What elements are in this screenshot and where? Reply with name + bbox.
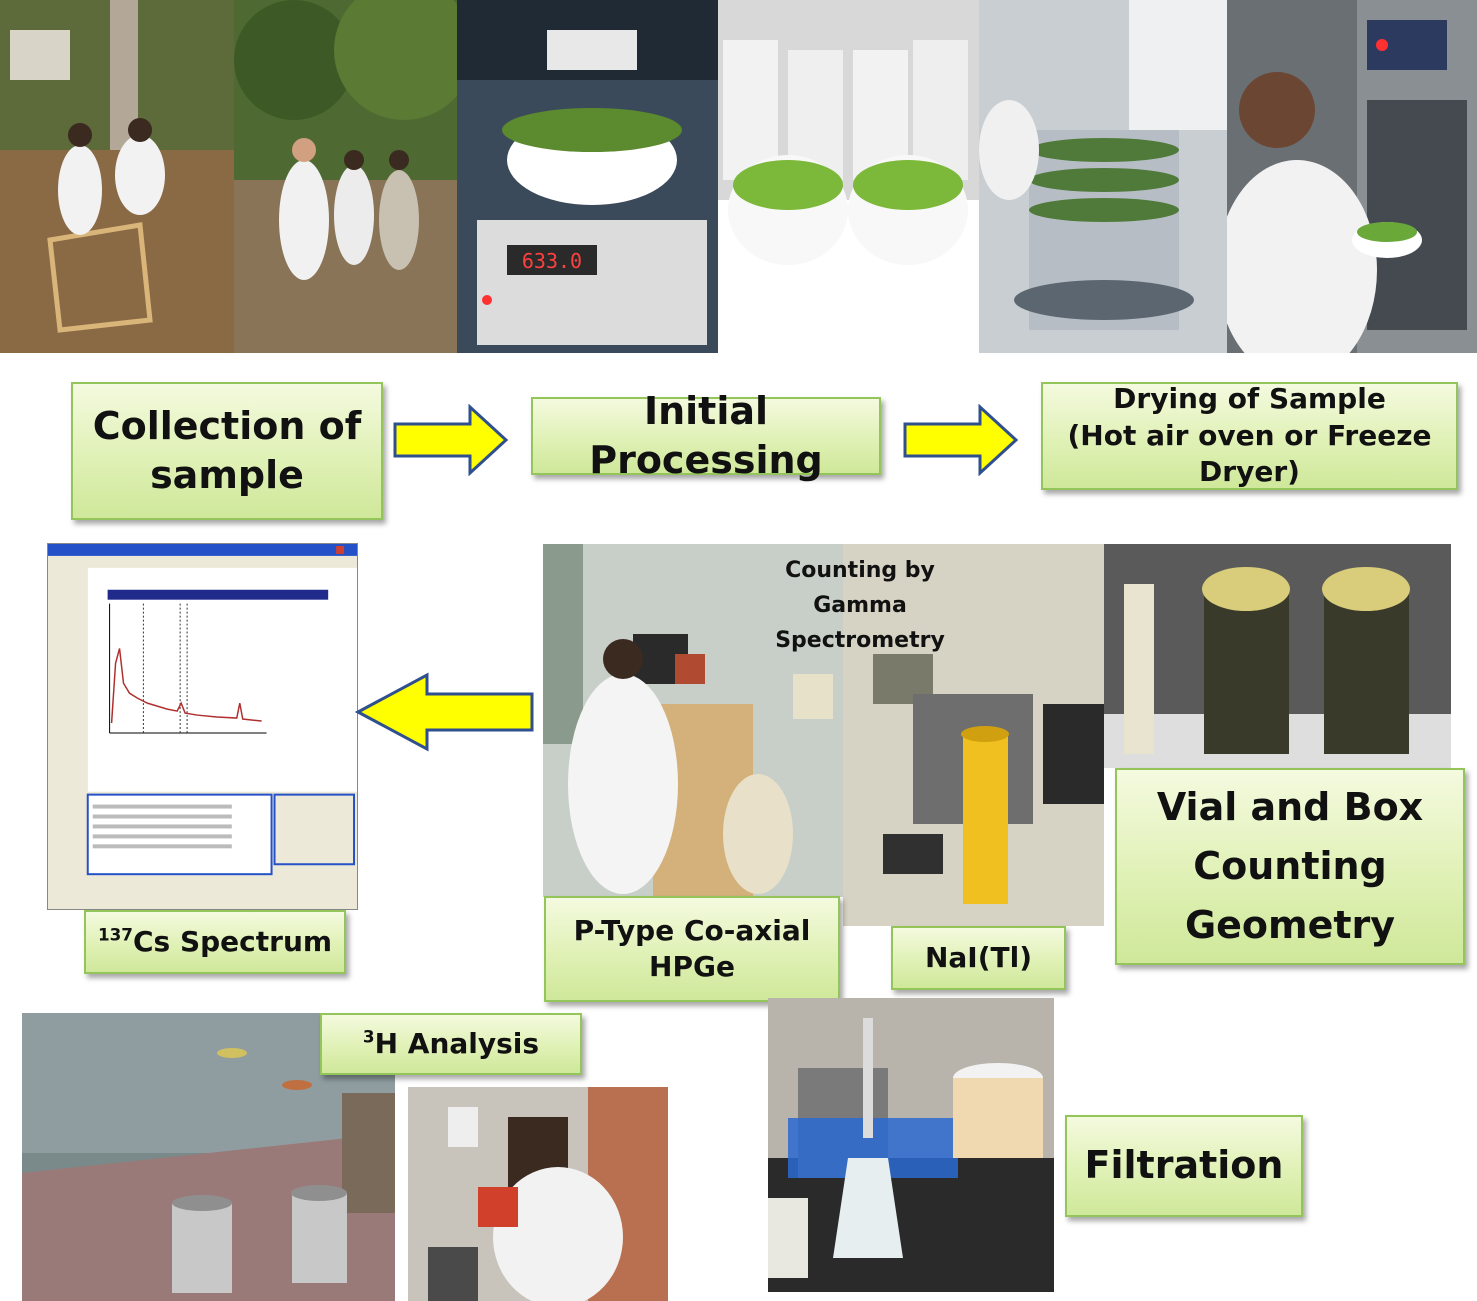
gamma-line3: Spectrometry	[775, 628, 945, 654]
label-tritium-text: 3H Analysis	[363, 1026, 539, 1062]
step-initial-processing-label: Initial Processing	[589, 388, 823, 482]
photo-weighing-scale: 633.0	[457, 0, 718, 353]
label-cs-spectrum: 137Cs Spectrum	[84, 910, 346, 974]
label-nai: NaI(Tl)	[891, 926, 1066, 990]
photo-leaves-in-bowls	[718, 0, 979, 353]
cs-mass-number: 137	[97, 924, 133, 945]
photo-nai-detector	[843, 544, 1104, 926]
scale-readout: 633.0	[522, 249, 582, 273]
step-collection-line1: Collection of	[92, 403, 362, 448]
label-vial-box-geometry: Vial and Box Counting Geometry	[1115, 768, 1465, 965]
label-gamma-spectrometry: Counting by Gamma Spectrometry	[770, 553, 950, 659]
photo-hpge-detector	[543, 544, 843, 897]
photo-freeze-dryer	[979, 0, 1227, 353]
label-tritium-analysis: 3H Analysis	[320, 1013, 582, 1075]
arrow-left-icon	[355, 672, 535, 752]
step-drying-line1: Drying of Sample	[1113, 382, 1386, 416]
vial-line2: Counting	[1193, 844, 1387, 889]
label-filtration: Filtration	[1065, 1115, 1303, 1217]
photo-tritium-lab	[408, 1087, 668, 1301]
photo-filtration-setup	[768, 998, 1054, 1292]
photo-soil-sampling	[0, 0, 234, 353]
screenshot-spectrum-software	[47, 543, 358, 910]
step-drying-of-sample: Drying of Sample (Hot air oven or Freeze…	[1041, 382, 1458, 490]
hpge-line1: P-Type Co-axial	[573, 913, 811, 947]
cs-spectrum-label: Cs Spectrum	[132, 924, 333, 958]
gamma-line2: Gamma	[813, 593, 907, 619]
arrow-right-2-icon	[902, 404, 1020, 476]
vial-line1: Vial and Box	[1156, 785, 1424, 830]
label-cs-spectrum-text: 137Cs Spectrum	[98, 924, 332, 960]
arrow-right-1-icon	[392, 404, 510, 476]
step-initial-processing: Initial Processing	[531, 389, 881, 482]
nai-text: NaI(Tl)	[924, 940, 1033, 974]
gamma-line1: Counting by	[785, 558, 935, 583]
filtration-text: Filtration	[1084, 1143, 1284, 1188]
step-collection-of-sample: Collection of sample	[71, 382, 383, 520]
photo-hot-air-oven	[1227, 0, 1477, 353]
vial-line3: Geometry	[1184, 902, 1396, 947]
step-collection-line2: sample	[150, 453, 304, 497]
tritium-mass-number: 3	[362, 1026, 375, 1047]
photo-counting-vials	[1104, 544, 1451, 768]
label-hpge: P-Type Co-axial HPGe	[544, 896, 840, 1002]
photo-leaf-collection	[234, 0, 457, 353]
step-drying-line2: (Hot air oven or Freeze Dryer)	[1067, 418, 1432, 489]
hpge-line2: HPGe	[649, 950, 735, 983]
tritium-label: H Analysis	[374, 1026, 540, 1060]
